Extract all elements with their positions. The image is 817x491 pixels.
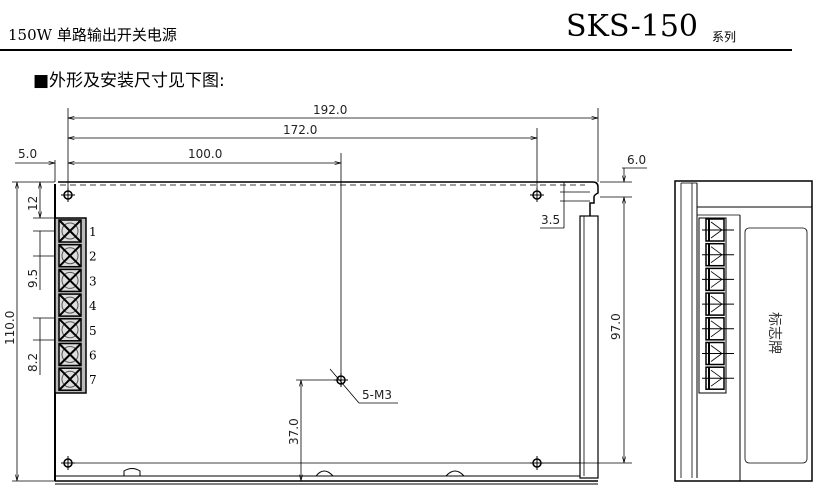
dim-center-hole-x: 100.0 (188, 147, 222, 161)
terminal-block: 1 2 3 4 5 6 7 (54, 217, 97, 394)
terminal-number: 3 (89, 274, 97, 288)
terminal-side (702, 366, 734, 390)
label-plate-text: 标志牌 (766, 312, 783, 354)
terminal-number: 7 (89, 373, 97, 387)
terminal-side (702, 267, 734, 292)
terminal-number: 4 (89, 299, 97, 313)
terminal-screw (58, 342, 82, 367)
terminal-number: 2 (89, 250, 97, 264)
left-dimension-lines (12, 181, 341, 482)
dim-terminal-top: 12 (26, 196, 40, 211)
mounting-hole-icon (61, 456, 75, 470)
dim-overall-width: 110.0 (3, 311, 17, 345)
dim-left-offset: 5.0 (18, 147, 37, 161)
dim-terminal-pitch-a: 9.5 (26, 269, 40, 288)
terminal-screw (58, 367, 82, 391)
dim-center-hole-y: 37.0 (287, 418, 301, 445)
section-title: ■外形及安装尺寸见下图: (33, 71, 225, 91)
series-label: 系列 (712, 30, 736, 44)
terminal-side (702, 242, 734, 267)
terminal-side (702, 292, 734, 316)
housing-side-view (674, 180, 813, 482)
mounting-hole-icon (334, 373, 348, 387)
right-dimension-lines (540, 167, 647, 464)
terminal-block-side (698, 217, 734, 394)
dim-overall-length: 192.0 (313, 103, 347, 117)
screw-spec: 5-M3 (362, 388, 392, 402)
housing-top-view (54, 181, 599, 485)
dim-terminal-pitch-b: 8.2 (26, 353, 40, 372)
dim-tab-width: 6.0 (627, 153, 646, 167)
dim-tab-offset: 3.5 (541, 213, 560, 227)
terminal-side (702, 341, 734, 366)
terminal-screw (58, 293, 82, 317)
terminal-screw (58, 219, 82, 243)
terminal-number: 5 (89, 324, 97, 338)
screw-leader (329, 368, 398, 404)
terminal-screw (58, 318, 82, 342)
mounting-hole-icon (530, 456, 544, 470)
product-subtitle: 150W 单路输出开关电源 (8, 26, 177, 44)
model-name: SKS-150 (566, 9, 698, 44)
top-dimension-lines (15, 108, 599, 385)
terminal-side (702, 218, 734, 242)
terminal-number: 1 (89, 225, 97, 239)
terminal-screw (58, 268, 82, 293)
dim-hole-spacing-y: 97.0 (609, 313, 623, 340)
terminal-number: 6 (89, 349, 97, 363)
dim-hole-spacing-x: 172.0 (283, 123, 317, 137)
terminal-screw (58, 243, 82, 268)
mounting-hole-icon (61, 188, 75, 202)
mounting-holes (61, 188, 544, 470)
terminal-side (702, 317, 734, 341)
mounting-hole-icon (530, 188, 544, 202)
